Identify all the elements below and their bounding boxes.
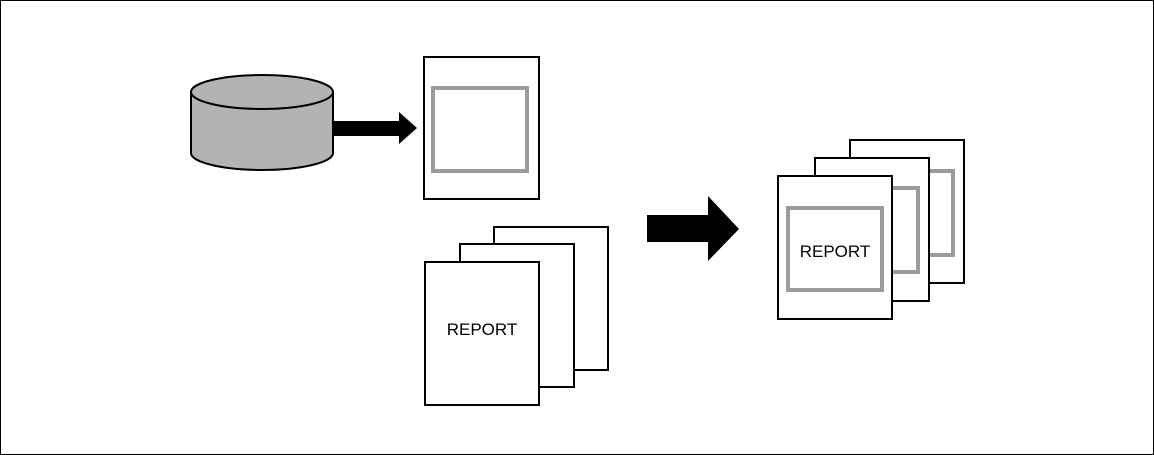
merge-arrow-icon xyxy=(647,196,739,261)
database-to-template-arrow-icon xyxy=(333,112,417,144)
report-pages-stack-icon: REPORT xyxy=(424,226,609,406)
database-cylinder-icon xyxy=(190,74,334,171)
template-page-icon xyxy=(423,56,540,200)
output-page-front: REPORT xyxy=(777,175,893,320)
report-label: REPORT xyxy=(447,320,518,339)
merged-report-pages-icon: REPORT xyxy=(777,139,965,320)
merged-report-label: REPORT xyxy=(800,242,871,261)
report-page-front xyxy=(424,261,540,406)
